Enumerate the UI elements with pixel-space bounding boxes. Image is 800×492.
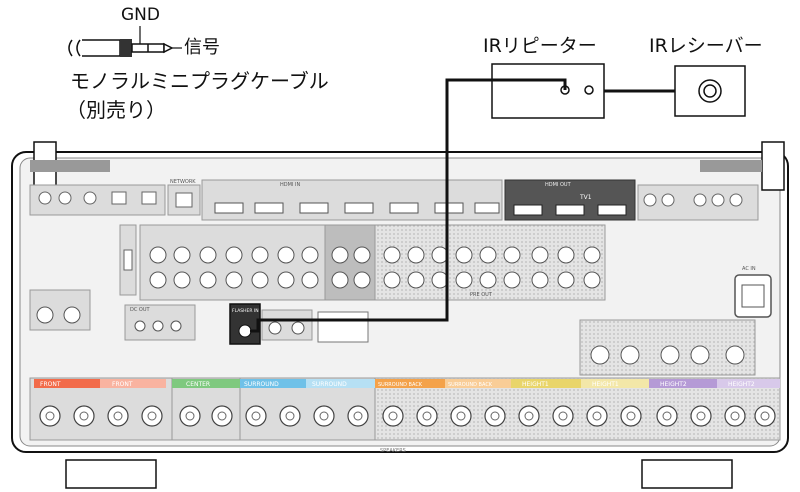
surround-r-bar <box>240 379 306 388</box>
height2-l-bar <box>717 379 780 388</box>
height1-l-bar <box>581 379 649 388</box>
front-r-label: FRONT <box>40 381 61 388</box>
speakers-label: SPEAKERS <box>380 448 406 454</box>
ir-repeater-label: IRリピーター <box>483 35 597 57</box>
surround-back-l-label: SURROUND BACK <box>448 382 493 388</box>
front-l-label: FRONT <box>112 381 133 388</box>
height2-r-label: HEIGHT2 <box>660 381 687 388</box>
front-r-bar <box>34 379 100 388</box>
pre-out-label: PRE OUT <box>470 292 493 298</box>
height2-r-bar <box>649 379 717 388</box>
height1-r-bar <box>511 379 581 388</box>
center-bar <box>172 379 240 388</box>
surround-l-bar <box>306 379 375 388</box>
cable-name-line1: モノラルミニプラグケーブル <box>70 69 329 93</box>
hdmi-in-label: HDMI IN <box>280 182 300 188</box>
tv1-label: TV1 <box>579 194 592 201</box>
ac-in-label: AC IN <box>742 266 756 272</box>
ir-receiver-label: IRレシーバー <box>649 35 763 57</box>
mono-mini-plug-cable <box>68 26 182 57</box>
surround-back-r-bar <box>375 379 445 388</box>
height2-l-label: HEIGHT2 <box>728 381 755 388</box>
surround-back-l-bar <box>445 379 511 388</box>
center-label: CENTER <box>186 381 210 388</box>
flasher-in-label: FLASHER IN <box>232 308 259 314</box>
hdmi-out-label: HDMI OUT <box>545 182 572 188</box>
ir-repeater <box>491 63 605 119</box>
front-l-bar <box>100 379 166 388</box>
flasher-cable <box>250 78 567 333</box>
height1-l-label: HEIGHT1 <box>592 381 619 388</box>
surround-r-label: SURROUND <box>244 381 279 388</box>
surround-l-label: SURROUND <box>312 381 347 388</box>
signal-label: 信号 <box>184 37 220 58</box>
surround-back-r-label: SURROUND BACK <box>378 382 423 388</box>
ir-receiver <box>674 65 746 117</box>
cable-name-line2: （別売り） <box>66 98 166 122</box>
gnd-label: GND <box>121 5 160 25</box>
height1-r-label: HEIGHT1 <box>522 381 549 388</box>
dc-out-label: DC OUT <box>130 307 151 313</box>
network-label: NETWORK <box>170 179 196 185</box>
av-receiver-rear-panel: NETWORK HDMI IN HDMI OUT TV1 <box>11 141 789 489</box>
